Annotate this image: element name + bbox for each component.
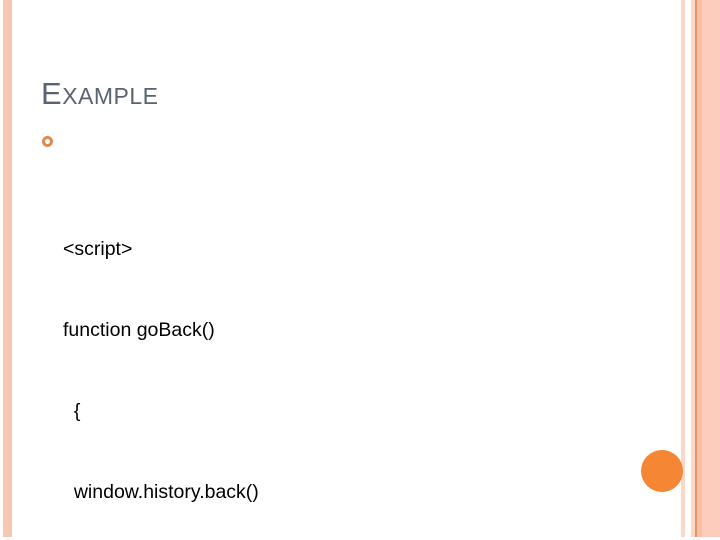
accent-circle <box>641 450 683 492</box>
script-code-block: <script> function goBack() { window.hist… <box>63 182 359 540</box>
left-edge-stripe <box>3 0 12 537</box>
slide-title-initial: E <box>41 76 63 111</box>
slide-title: EXAMPLE <box>41 78 159 109</box>
code-line: { <box>63 400 81 422</box>
code-text: <script> function goBack() { window.hist… <box>63 128 359 540</box>
right-edge-stripe-4 <box>697 0 702 537</box>
bullet-item: <script> function goBack() { window.hist… <box>42 128 359 540</box>
code-line: <script> <box>63 238 133 260</box>
right-edge-stripe-3 <box>695 0 697 537</box>
slide-title-rest: XAMPLE <box>62 83 159 109</box>
code-line: function goBack() <box>63 319 215 341</box>
ring-bullet-icon <box>42 136 53 147</box>
code-line: window.history.back() <box>63 481 259 503</box>
right-edge-stripe-2 <box>691 0 695 537</box>
right-edge-stripe-5 <box>702 0 720 537</box>
right-edge-stripe-1 <box>681 0 685 537</box>
